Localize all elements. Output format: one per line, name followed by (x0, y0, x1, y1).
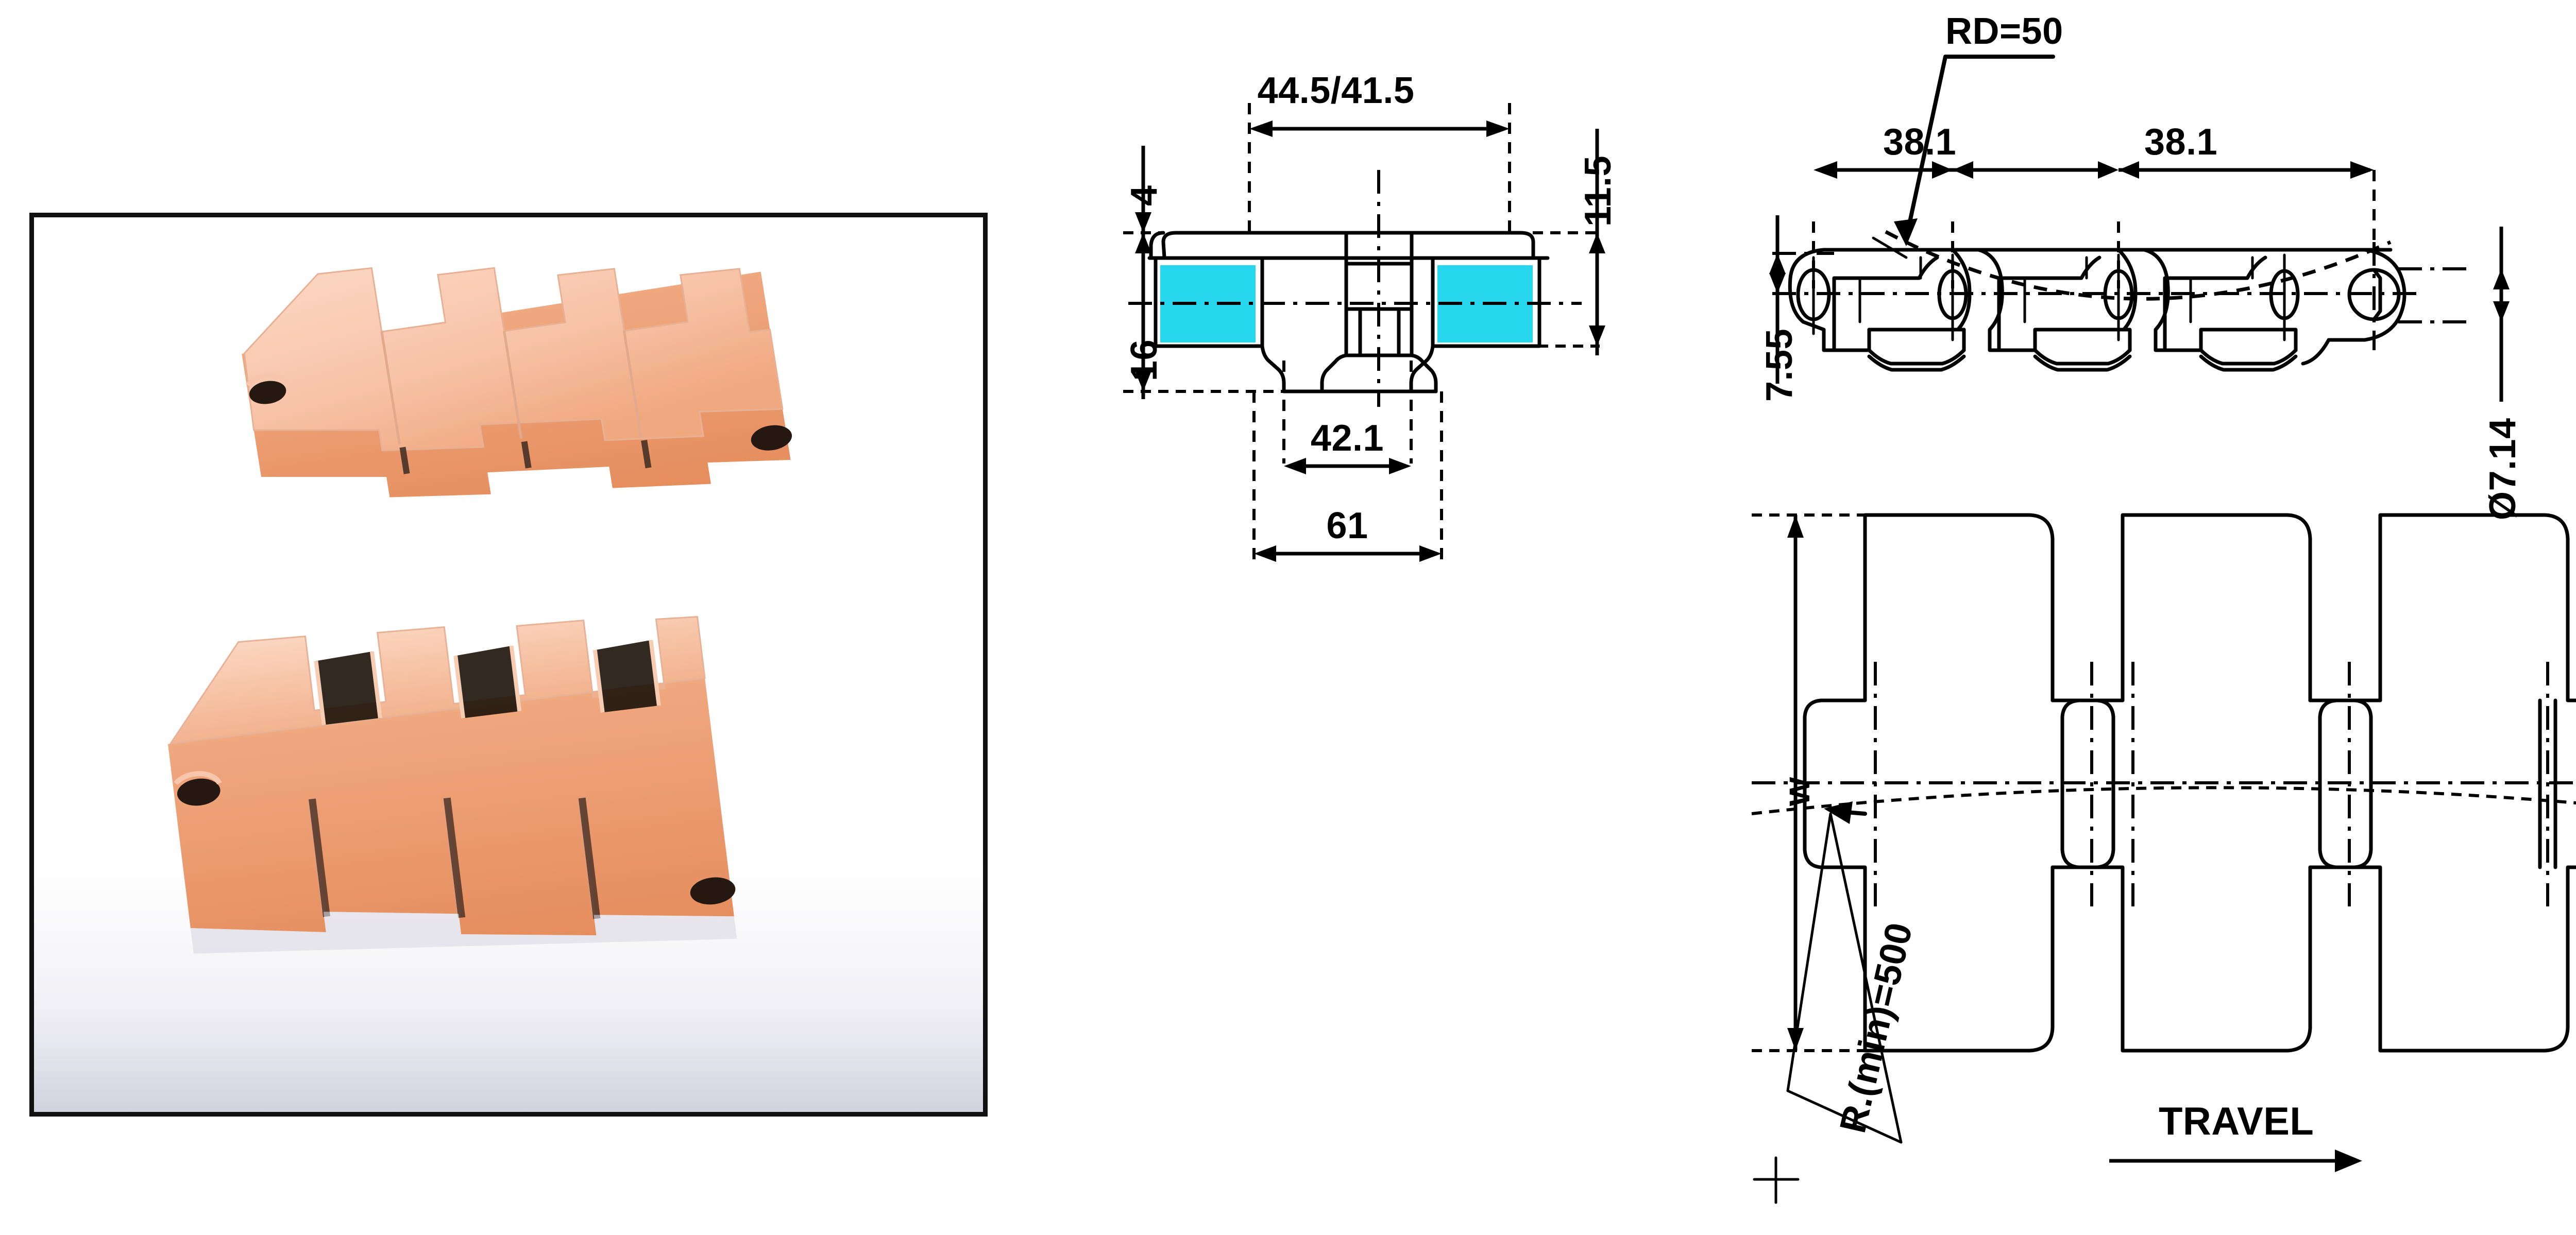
dim-label-pitch-1: 38.1 (1883, 122, 1957, 163)
dim-label-overall-width: 61 (1326, 505, 1368, 546)
dim-label-top-width: 44.5/41.5 (1257, 70, 1415, 111)
product-photo-frame (29, 213, 988, 1117)
dim-label-plate-thickness: 4 (1124, 185, 1165, 206)
chain-piece-upper (242, 267, 792, 498)
dim-label-right-height: 11.5 (1578, 155, 1619, 227)
side-view-link-3 (2144, 250, 2298, 370)
note-label-roller-diameter: RD=50 (1945, 11, 2063, 52)
side-view-end-link (2303, 242, 2468, 364)
chain-piece-lower (167, 616, 737, 954)
dim-label-inner-width: 42.1 (1310, 418, 1384, 459)
chain-photo-illustration (34, 267, 983, 1112)
dim-label-overall-height: 16 (1124, 339, 1165, 381)
dim-label-pitch-2: 38.1 (2144, 122, 2218, 163)
dim-label-chain-width: w (1776, 777, 1818, 806)
travel-direction-label: TRAVEL (2159, 1100, 2314, 1143)
side-view-link-2 (1978, 250, 2136, 370)
dim-label-pin-centre-height: 7.55 (1759, 328, 1800, 402)
dim-label-pin-diameter: Ø7.14 (2482, 418, 2523, 520)
product-photo (34, 217, 983, 1112)
side-view-link-1 (1790, 250, 1970, 370)
